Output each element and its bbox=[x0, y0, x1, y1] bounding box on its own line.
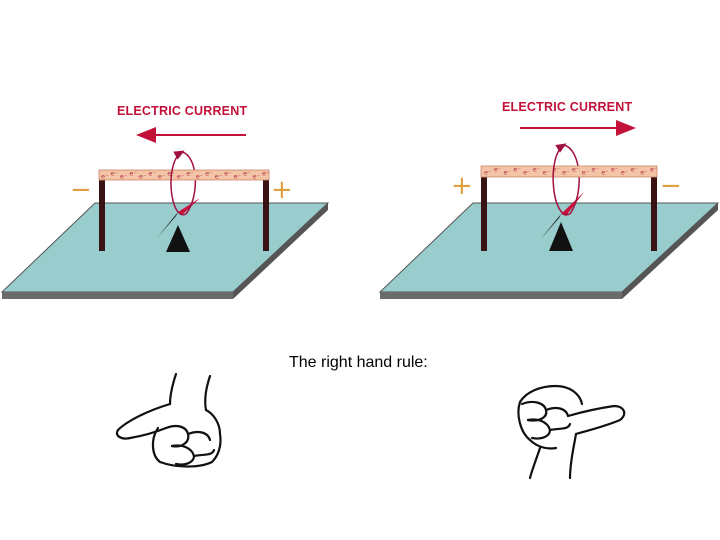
electron-label: e⁻ bbox=[494, 166, 501, 174]
left-panel-negative-terminal: − bbox=[70, 175, 92, 205]
right-plate-side bbox=[622, 203, 718, 299]
electron-label: e⁻ bbox=[601, 169, 608, 177]
electron-label: e⁻ bbox=[196, 173, 203, 181]
right-compass-stand bbox=[549, 222, 573, 251]
left-field-loop-front bbox=[170, 150, 187, 216]
caption: The right hand rule: bbox=[289, 354, 428, 371]
left-compass-stand bbox=[166, 225, 190, 252]
electron-label: e⁻ bbox=[158, 173, 165, 181]
electron-label: e⁻ bbox=[186, 170, 193, 178]
electron-label: e⁻ bbox=[101, 173, 108, 181]
left-plate-top bbox=[0, 202, 330, 293]
electron-label: e⁻ bbox=[205, 170, 212, 178]
electron-label: e⁻ bbox=[572, 166, 579, 174]
left-post-1 bbox=[99, 178, 105, 251]
electron-label: e⁻ bbox=[552, 166, 559, 174]
electron-label: e⁻ bbox=[120, 173, 127, 181]
left-wire bbox=[98, 169, 270, 181]
electron-label: e⁻ bbox=[262, 170, 269, 178]
right-hand-thumb-right-icon bbox=[517, 384, 626, 480]
electron-label: e⁻ bbox=[148, 170, 155, 178]
left-plate-edge bbox=[2, 292, 233, 299]
left-post-2 bbox=[263, 178, 269, 251]
electron-label: e⁻ bbox=[582, 169, 589, 177]
left-panel-positive-terminal: + bbox=[271, 175, 293, 205]
electron-label: e⁻ bbox=[177, 173, 184, 181]
right-plate-edge bbox=[380, 292, 622, 299]
right-needle-black bbox=[540, 214, 561, 240]
right-plate-top bbox=[378, 202, 720, 293]
electron-label: e⁻ bbox=[234, 173, 241, 181]
electron-label: e⁻ bbox=[224, 170, 231, 178]
electron-label: e⁻ bbox=[523, 169, 530, 177]
electron-label: e⁻ bbox=[484, 169, 491, 177]
right-panel-positive-terminal: + bbox=[451, 171, 473, 201]
right-post-1 bbox=[481, 174, 487, 251]
left-apparatus: e⁻e⁻e⁻e⁻e⁻e⁻e⁻e⁻e⁻e⁻e⁻e⁻e⁻e⁻e⁻e⁻e⁻e⁻ bbox=[0, 127, 330, 299]
left-needle-red bbox=[178, 198, 200, 215]
left-plate-side bbox=[233, 203, 328, 299]
electron-label: e⁻ bbox=[243, 170, 250, 178]
electron-label: e⁻ bbox=[111, 170, 118, 178]
right-panel-negative-terminal: − bbox=[660, 171, 682, 201]
right-post-2 bbox=[651, 174, 657, 251]
electron-label: e⁻ bbox=[640, 169, 647, 177]
electron-label: e⁻ bbox=[215, 173, 222, 181]
left-needle-black bbox=[157, 212, 178, 238]
electron-label: e⁻ bbox=[621, 169, 628, 177]
electron-label: e⁻ bbox=[513, 166, 520, 174]
electron-label: e⁻ bbox=[129, 170, 136, 178]
electron-label: e⁻ bbox=[139, 173, 146, 181]
right-current-label: ELECTRIC CURRENT bbox=[502, 100, 633, 114]
electron-label: e⁻ bbox=[631, 166, 638, 174]
left-hand-thumb-left-icon bbox=[115, 372, 222, 468]
electron-label: e⁻ bbox=[253, 173, 260, 181]
electron-label: e⁻ bbox=[611, 166, 618, 174]
right-electron-row: e⁻e⁻e⁻e⁻e⁻e⁻e⁻e⁻e⁻e⁻e⁻e⁻e⁻e⁻e⁻e⁻e⁻e⁻ bbox=[484, 166, 657, 177]
electron-label: e⁻ bbox=[533, 166, 540, 174]
right-field-loop-front bbox=[552, 143, 571, 216]
left-current-label: ELECTRIC CURRENT bbox=[117, 104, 248, 118]
electron-label: e⁻ bbox=[543, 169, 550, 177]
electron-label: e⁻ bbox=[504, 169, 511, 177]
electron-label: e⁻ bbox=[591, 166, 598, 174]
right-wire bbox=[480, 165, 658, 178]
right-needle-red bbox=[561, 192, 584, 216]
right-apparatus: e⁻e⁻e⁻e⁻e⁻e⁻e⁻e⁻e⁻e⁻e⁻e⁻e⁻e⁻e⁻e⁻e⁻e⁻ bbox=[378, 120, 720, 299]
electron-label: e⁻ bbox=[650, 166, 657, 174]
electron-label: e⁻ bbox=[562, 169, 569, 177]
